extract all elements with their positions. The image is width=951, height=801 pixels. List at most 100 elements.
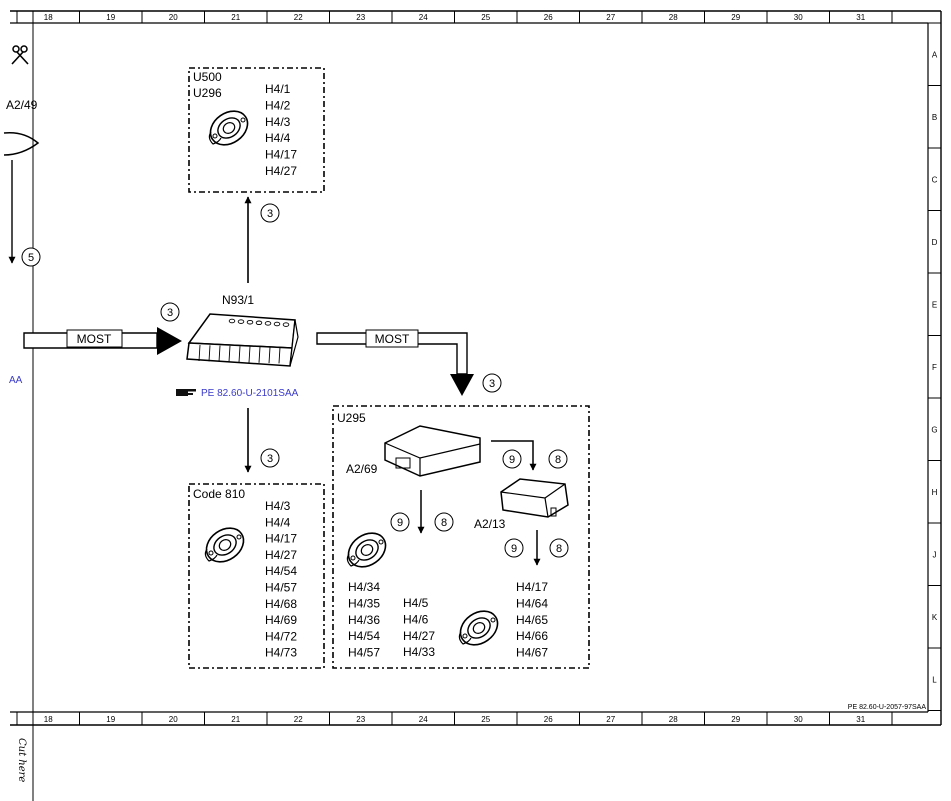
ref-9-b: 9 <box>397 517 403 529</box>
module-rib <box>228 345 231 362</box>
column-label: 19 <box>106 715 115 724</box>
row-label: B <box>932 113 937 122</box>
pin-ref: H4/54 <box>348 629 380 643</box>
most-right-label: MOST <box>375 332 410 346</box>
column-label: 23 <box>356 715 365 724</box>
top-box-code-1: U500 <box>193 70 222 84</box>
connector-pin <box>264 321 272 326</box>
row-label: H <box>932 488 938 497</box>
connector-pin <box>282 322 290 327</box>
pin-ref: H4/2 <box>265 98 291 112</box>
module-rib <box>238 346 241 363</box>
pin-ref: H4/66 <box>516 629 548 643</box>
column-label: 26 <box>544 13 553 22</box>
n93-connector-pins <box>198 318 290 364</box>
column-label: 29 <box>731 715 740 724</box>
column-label: 25 <box>481 715 490 724</box>
module-rib <box>218 345 221 362</box>
connector-pin <box>228 318 236 324</box>
right-arrow-ref: 3 <box>489 378 495 390</box>
column-label: 28 <box>669 715 678 724</box>
most-bus-left: MOST 3 <box>23 302 182 355</box>
a269-to-a213-arrow <box>491 440 537 471</box>
ref-9-c: 9 <box>511 543 517 555</box>
partial-speaker-shape <box>3 131 40 156</box>
column-label: 27 <box>606 715 615 724</box>
top-dashed-box <box>188 67 325 193</box>
u295-title: U295 <box>337 411 366 425</box>
column-label: 22 <box>294 715 303 724</box>
speaker-icon <box>203 103 255 153</box>
connector-pin <box>246 319 254 325</box>
pin-ref: H4/6 <box>403 612 429 626</box>
column-label: 30 <box>794 715 803 724</box>
column-label: 24 <box>419 715 428 724</box>
pin-ref: H4/17 <box>265 148 297 162</box>
ref-9-a: 9 <box>509 454 515 466</box>
u295-group: U295 A2/69 9 8 A2/13 9 8 9 8 <box>332 405 590 669</box>
a213-label: A2/13 <box>474 517 506 531</box>
n93-ref-text[interactable]: PE 82.60-U-2101SAA <box>201 388 299 399</box>
pin-ref: H4/69 <box>265 613 297 627</box>
u295-dashed-box <box>332 405 590 669</box>
pin-ref: H4/64 <box>516 596 548 610</box>
connector-pin <box>255 320 263 326</box>
down-arrow-ref: 3 <box>267 453 273 465</box>
column-label: 18 <box>44 13 53 22</box>
column-label: 27 <box>606 13 615 22</box>
code-810-dashed-box <box>188 483 325 669</box>
ref-8-a: 8 <box>555 454 561 466</box>
pin-ref: H4/36 <box>348 613 380 627</box>
module-rib <box>248 346 251 363</box>
pin-ref: H4/17 <box>516 580 548 594</box>
module-rib <box>198 344 201 362</box>
speaker-icon <box>341 525 393 575</box>
left-ref-label: A2/49 <box>6 98 38 112</box>
n93-module: N93/1 PE 82.60-U-2101SAA <box>176 293 299 399</box>
column-label: 21 <box>231 715 240 724</box>
column-label: 24 <box>419 13 428 22</box>
row-label: G <box>931 425 937 434</box>
pointing-hand-icon <box>176 389 196 396</box>
scissors-icon <box>11 45 29 65</box>
row-label: C <box>932 175 938 184</box>
column-label: 23 <box>356 13 365 22</box>
cut-here-label: Cut here <box>16 738 27 782</box>
a213-module: A2/13 <box>474 478 569 531</box>
pin-ref: H4/4 <box>265 515 291 529</box>
module-rib <box>208 345 211 362</box>
pin-ref: H4/5 <box>403 596 429 610</box>
column-label: 31 <box>856 13 865 22</box>
up-arrow-ref: 3 <box>267 208 273 220</box>
left-edge-fragments: A2/49 5 AA <box>3 45 41 386</box>
row-label: F <box>932 363 937 372</box>
n93-ref-link[interactable]: PE 82.60-U-2101SAA <box>176 388 299 399</box>
most-right-arrowhead <box>450 374 474 396</box>
pin-ref: H4/35 <box>348 596 380 610</box>
ref-8-c: 8 <box>556 543 562 555</box>
pin-ref: H4/3 <box>265 499 291 513</box>
row-label: L <box>932 675 937 684</box>
connector-pin <box>237 319 245 324</box>
pin-ref: H4/27 <box>265 164 297 178</box>
pin-ref: H4/68 <box>265 597 297 611</box>
code-810-title: Code 810 <box>193 487 245 501</box>
pin-ref: H4/65 <box>516 613 548 627</box>
left-link-fragment[interactable]: AA <box>9 375 23 386</box>
column-label: 19 <box>106 13 115 22</box>
pin-ref: H4/67 <box>516 646 548 660</box>
pin-ref: H4/57 <box>348 646 380 660</box>
most-left-label: MOST <box>77 332 112 346</box>
pin-ref: H4/27 <box>403 629 435 643</box>
column-label: 18 <box>44 715 53 724</box>
column-label: 28 <box>669 13 678 22</box>
a269-module: A2/69 <box>346 425 481 477</box>
code-810-group: Code 810 H4/3H4/4H4/17H4/27H4/54H4/57H4/… <box>188 483 325 669</box>
